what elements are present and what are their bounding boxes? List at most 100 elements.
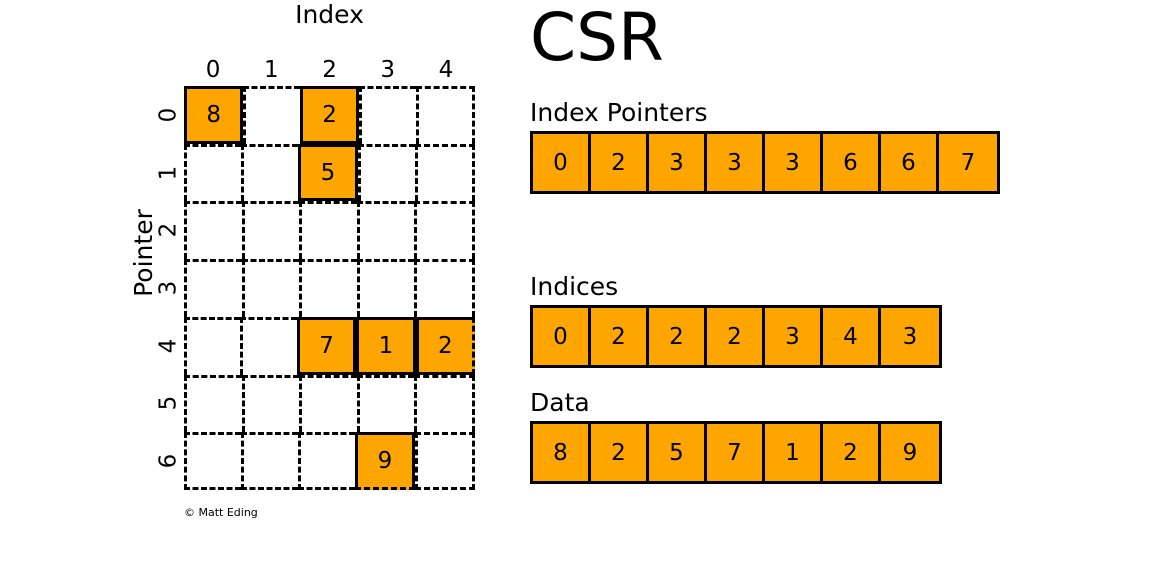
- data-label: Data: [530, 388, 590, 417]
- row-header-label: 2: [154, 222, 181, 238]
- matrix-cell-empty: [241, 259, 300, 317]
- matrix-cell-empty: [299, 374, 357, 433]
- matrix-cell-empty: [415, 143, 475, 202]
- row-header-1: 1: [155, 144, 181, 202]
- matrix-cell-empty: [241, 374, 300, 433]
- row-header-column: 0 1 2 3 4 5 6: [155, 86, 181, 490]
- index-pointer-cell: 6: [881, 134, 939, 191]
- matrix-cell-empty: [414, 201, 475, 260]
- matrix-cell-empty: [184, 374, 242, 433]
- index-cell: 4: [823, 308, 881, 365]
- data-cell: 2: [591, 424, 649, 481]
- data-cell: 9: [881, 424, 939, 481]
- matrix-cell-empty: [243, 86, 300, 144]
- matrix-row: [184, 259, 475, 317]
- index-pointers-label: Index Pointers: [530, 98, 708, 127]
- index-pointer-cell: 2: [591, 134, 649, 191]
- row-header-2: 2: [155, 201, 181, 259]
- matrix-row: 5: [184, 143, 475, 202]
- matrix-cell-filled: 2: [415, 316, 476, 375]
- matrix-row: [184, 201, 475, 260]
- matrix-cell-empty: [359, 86, 416, 144]
- page-title: CSR: [530, 0, 664, 76]
- matrix-cell-empty: [184, 316, 241, 375]
- matrix-row: 9: [184, 432, 475, 490]
- matrix-cell-empty: [241, 201, 300, 260]
- matrix-cell-empty: [241, 143, 298, 202]
- column-header-2: 2: [322, 57, 337, 83]
- index-cell: 2: [591, 308, 649, 365]
- column-header-0: 0: [205, 57, 221, 83]
- matrix-cell-filled: 9: [355, 432, 415, 490]
- column-header-1: 1: [263, 57, 279, 83]
- matrix-cell-empty: [298, 432, 355, 490]
- matrix-cell-filled: 5: [298, 143, 358, 202]
- column-header-3: 3: [380, 57, 396, 83]
- matrix-cell-empty: [299, 259, 357, 317]
- matrix-cell-empty: [414, 259, 475, 317]
- matrix-cell-empty: [356, 374, 415, 433]
- row-header-label: 5: [154, 396, 181, 411]
- matrix-cell-filled: 7: [296, 316, 357, 375]
- matrix-cell-empty: [415, 432, 475, 490]
- matrix-cell-filled: 1: [356, 316, 416, 375]
- data-cell: 1: [765, 424, 823, 481]
- copyright-notice: © Matt Eding: [184, 506, 258, 519]
- row-header-0: 0: [155, 86, 181, 144]
- index-cell: 3: [765, 308, 823, 365]
- x-axis-label: Index: [295, 0, 364, 29]
- matrix-cell-empty: [240, 316, 297, 375]
- index-pointer-cell: 7: [939, 134, 997, 191]
- matrix-cell-empty: [184, 432, 241, 490]
- matrix-cell-empty: [356, 259, 415, 317]
- row-header-label: 1: [154, 165, 181, 180]
- matrix-cell-empty: [241, 432, 298, 490]
- matrix-cell-empty: [184, 201, 242, 260]
- data-cell: 5: [649, 424, 707, 481]
- matrix-cell-empty: [414, 374, 475, 433]
- row-header-5: 5: [155, 375, 181, 433]
- index-pointer-cell: 0: [533, 134, 591, 191]
- data-cell: 8: [533, 424, 591, 481]
- data-cell: 7: [707, 424, 765, 481]
- row-header-6: 6: [155, 432, 181, 490]
- index-pointer-cell: 3: [707, 134, 765, 191]
- row-header-label: 4: [154, 338, 181, 354]
- matrix-cell-empty: [184, 259, 242, 317]
- indices-label: Indices: [530, 272, 619, 301]
- matrix-cell-filled: 8: [184, 86, 244, 144]
- matrix-cell-empty: [299, 201, 357, 260]
- matrix-cell-empty: [358, 143, 415, 202]
- data-cell: 2: [823, 424, 881, 481]
- matrix-cell-empty: [356, 201, 415, 260]
- column-header-row: 0 1 2 3 4: [184, 56, 475, 84]
- index-pointer-cell: 3: [649, 134, 707, 191]
- index-cell: 2: [707, 308, 765, 365]
- index-pointer-cell: 6: [823, 134, 881, 191]
- matrix-cell-empty: [184, 143, 241, 202]
- row-header-label: 6: [154, 453, 181, 469]
- index-cell: 0: [533, 308, 591, 365]
- column-header-4: 4: [438, 57, 454, 83]
- row-header-4: 4: [155, 317, 181, 375]
- row-header-3: 3: [155, 259, 181, 317]
- matrix-row: [184, 374, 475, 433]
- index-cell: 3: [881, 308, 939, 365]
- matrix-cell-empty: [415, 86, 476, 144]
- row-header-label: 3: [154, 280, 181, 296]
- matrix-cell-filled: 2: [299, 86, 360, 144]
- row-header-label: 0: [154, 107, 181, 123]
- index-cell: 2: [649, 308, 707, 365]
- index-pointer-cell: 3: [765, 134, 823, 191]
